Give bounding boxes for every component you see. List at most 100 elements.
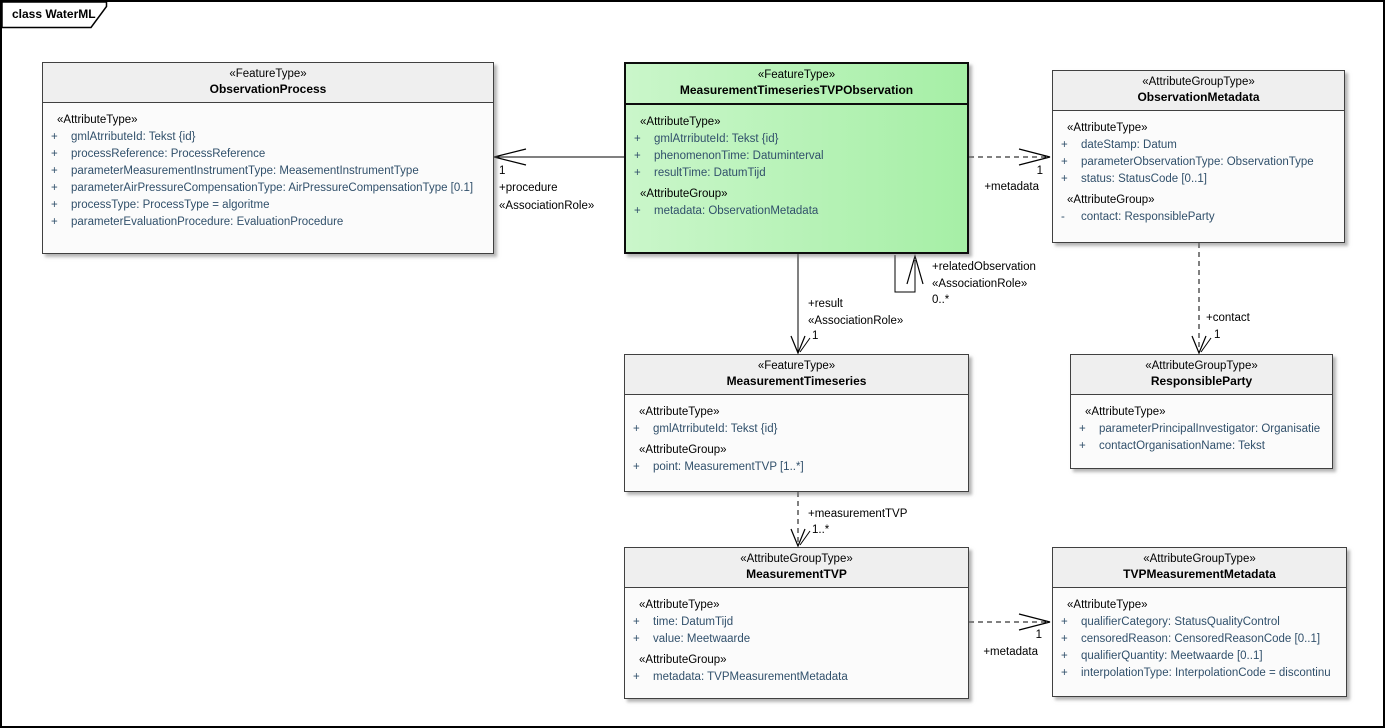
class-observation-process[interactable]: «FeatureType» ObservationProcess «Attrib… [42,62,494,254]
attribute-text: gmlAtrributeId: Tekst {id} [653,423,778,435]
attribute-row: +qualifierQuantity: Meetwaarde [0..1] [1053,648,1346,665]
class-attributes: «AttributeType» +dateStamp: Datum +param… [1053,111,1344,226]
contact-role-label: +contact [1206,312,1250,324]
attribute-stereotype: «AttributeType» [639,599,720,611]
attribute-text: parameterPrincipalInvestigator: Organisa… [1099,423,1321,435]
attribute-stereotype: «AttributeType» [1067,122,1148,134]
attribute-stereotype: «AttributeType» [1067,599,1148,611]
attribute-text: contactOrganisationName: Tekst [1099,440,1265,452]
class-measurement-timeseries[interactable]: «FeatureType» MeasurementTimeseries «Att… [624,354,969,492]
diagram-tab: class WaterML [2,2,114,30]
attribute-stereotype: «AttributeGroup» [639,654,727,666]
attribute-row: + resultTime: DatumTijd [626,165,967,182]
visibility: - [1061,211,1065,223]
visibility: + [634,150,641,162]
attribute-text: time: DatumTijd [653,616,734,628]
attribute-text: metadata: TVPMeasurementMetadata [653,671,848,683]
measurement-tvp-arrowhead [790,528,806,548]
attribute-row: + censoredReason: CensoredReasonCode [0..… [1053,631,1346,648]
visibility: + [1061,633,1068,645]
visibility: + [634,133,641,145]
attribute-row: + processReference: ProcessReference [43,146,493,163]
class-stereotype: «AttributeGroupType» [740,553,853,565]
class-attributes: «AttributeType» + gmlAtrributeId: Tekst {… [43,103,493,231]
attribute-text: contact: ResponsibleParty [1081,211,1215,223]
attribute-text: gmlAtrributeId: Tekst {id} [654,133,779,145]
class-stereotype: «AttributeGroupType» [1142,76,1255,88]
visibility: + [51,165,58,177]
class-stereotype: «AttributeGroupType» [1143,553,1256,565]
attribute-row: + metadata: ObservationMetadata [626,203,967,220]
attribute-stereotype: «AttributeGroup» [639,444,727,456]
attribute-row: + gmlAtrributeId: Tekst {id} [626,131,967,148]
attribute-text: phenomenonTime: Datuminterval [654,150,824,162]
class-stereotype: «FeatureType» [757,360,836,372]
related-observation-role-label: +relatedObservation [932,261,1036,273]
attribute-text: gmlAtrributeId: Tekst {id} [71,131,196,143]
metadata-bottom-arrowhead [1018,613,1051,631]
metadata-top-arrowhead [1018,148,1051,166]
attribute-text: qualifierQuantity: Meetwaarde [0..1] [1081,650,1263,662]
class-measurement-tvp[interactable]: «AttributeGroupType» MeasurementTVP «Att… [624,547,969,699]
attribute-row: + parameterMeasurementInstrumentType: Mea… [43,163,493,180]
visibility: + [633,671,640,683]
attribute-stereotype: «AttributeType» [57,114,138,126]
result-multiplicity: 1 [812,330,819,342]
result-stereotype-label: «AssociationRole» [808,315,904,327]
result-role-label: +result [808,298,843,310]
attribute-row: +gmlAtrributeId: Tekst {id} [625,421,968,438]
attribute-text: metadata: ObservationMetadata [654,205,819,217]
visibility: + [1061,156,1068,168]
attribute-row: + phenomenonTime: Datuminterval [626,148,967,165]
class-header: «AttributeGroupType» ObservationMetadata [1053,71,1344,111]
class-tvp-measurement-metadata[interactable]: «AttributeGroupType» TVPMeasurementMetad… [1052,547,1347,697]
attribute-text: processReference: ProcessReference [71,148,266,160]
metadata-top-multiplicity: 1 [1036,165,1043,177]
visibility: + [51,131,58,143]
visibility: + [1061,667,1068,679]
metadata-bottom-multiplicity: 1 [1035,629,1042,641]
attribute-text: censoredReason: CensoredReasonCode [0..1… [1081,633,1321,645]
visibility: + [1079,440,1086,452]
related-observation-arrowhead [906,253,924,285]
class-name: ObservationMetadata [1137,90,1260,104]
contact-arrowhead [1191,335,1207,355]
class-name: ObservationProcess [209,82,327,96]
visibility: + [634,205,641,217]
procedure-role-label: +procedure [499,182,558,194]
class-attributes: «AttributeType» +time: DatumTijd +value:… [625,588,968,686]
attribute-text: processType: ProcessType = algoritme [71,199,270,211]
class-attributes: «AttributeType» + qualifierCategory: Stat… [1053,588,1346,682]
class-name: TVPMeasurementMetadata [1123,567,1276,581]
attribute-row: + contactOrganisationName: Tekst [1071,438,1332,455]
class-responsible-party[interactable]: «AttributeGroupType» ResponsibleParty «A… [1070,354,1333,469]
attribute-text: qualifierCategory: StatusQualityControl [1081,616,1280,628]
attribute-text: resultTime: DatumTijd [654,167,766,179]
attribute-text: parameterEvaluationProcedure: Evaluation… [71,216,344,228]
attribute-stereotype: «AttributeType» [639,406,720,418]
attribute-text: interpolationType: InterpolationCode = d… [1081,667,1331,679]
class-measurement-timeseries-tvp-observation[interactable]: «FeatureType» MeasurementTimeseriesTVPOb… [624,62,969,254]
visibility: + [51,182,58,194]
attribute-text: parameterMeasurementInstrumentType: Meas… [71,165,419,177]
attribute-text: status: StatusCode [0..1] [1081,173,1207,185]
visibility: + [51,199,58,211]
measurement-tvp-multiplicity: 1..* [812,524,830,536]
metadata-bottom-role-label: +metadata [983,646,1038,658]
diagram-tab-shape [2,2,108,29]
visibility: + [1061,616,1068,628]
class-observation-metadata[interactable]: «AttributeGroupType» ObservationMetadata… [1052,70,1345,243]
attribute-text: parameterObservationType: ObservationTyp… [1081,156,1314,168]
class-name: MeasurementTVP [746,567,847,581]
visibility: + [51,148,58,160]
class-attributes: «AttributeType» +gmlAtrributeId: Tekst {… [625,395,968,476]
procedure-multiplicity: 1 [499,165,506,177]
class-header: «AttributeGroupType» TVPMeasurementMetad… [1053,548,1346,588]
visibility: + [634,167,641,179]
related-observation-stereotype-label: «AssociationRole» [932,278,1028,290]
diagram-tab-label: class WaterML [12,7,96,21]
attribute-row: +time: DatumTijd [625,614,968,631]
attribute-stereotype: «AttributeGroup» [640,188,728,200]
attribute-row: + interpolationType: InterpolationCode = … [1053,665,1346,682]
